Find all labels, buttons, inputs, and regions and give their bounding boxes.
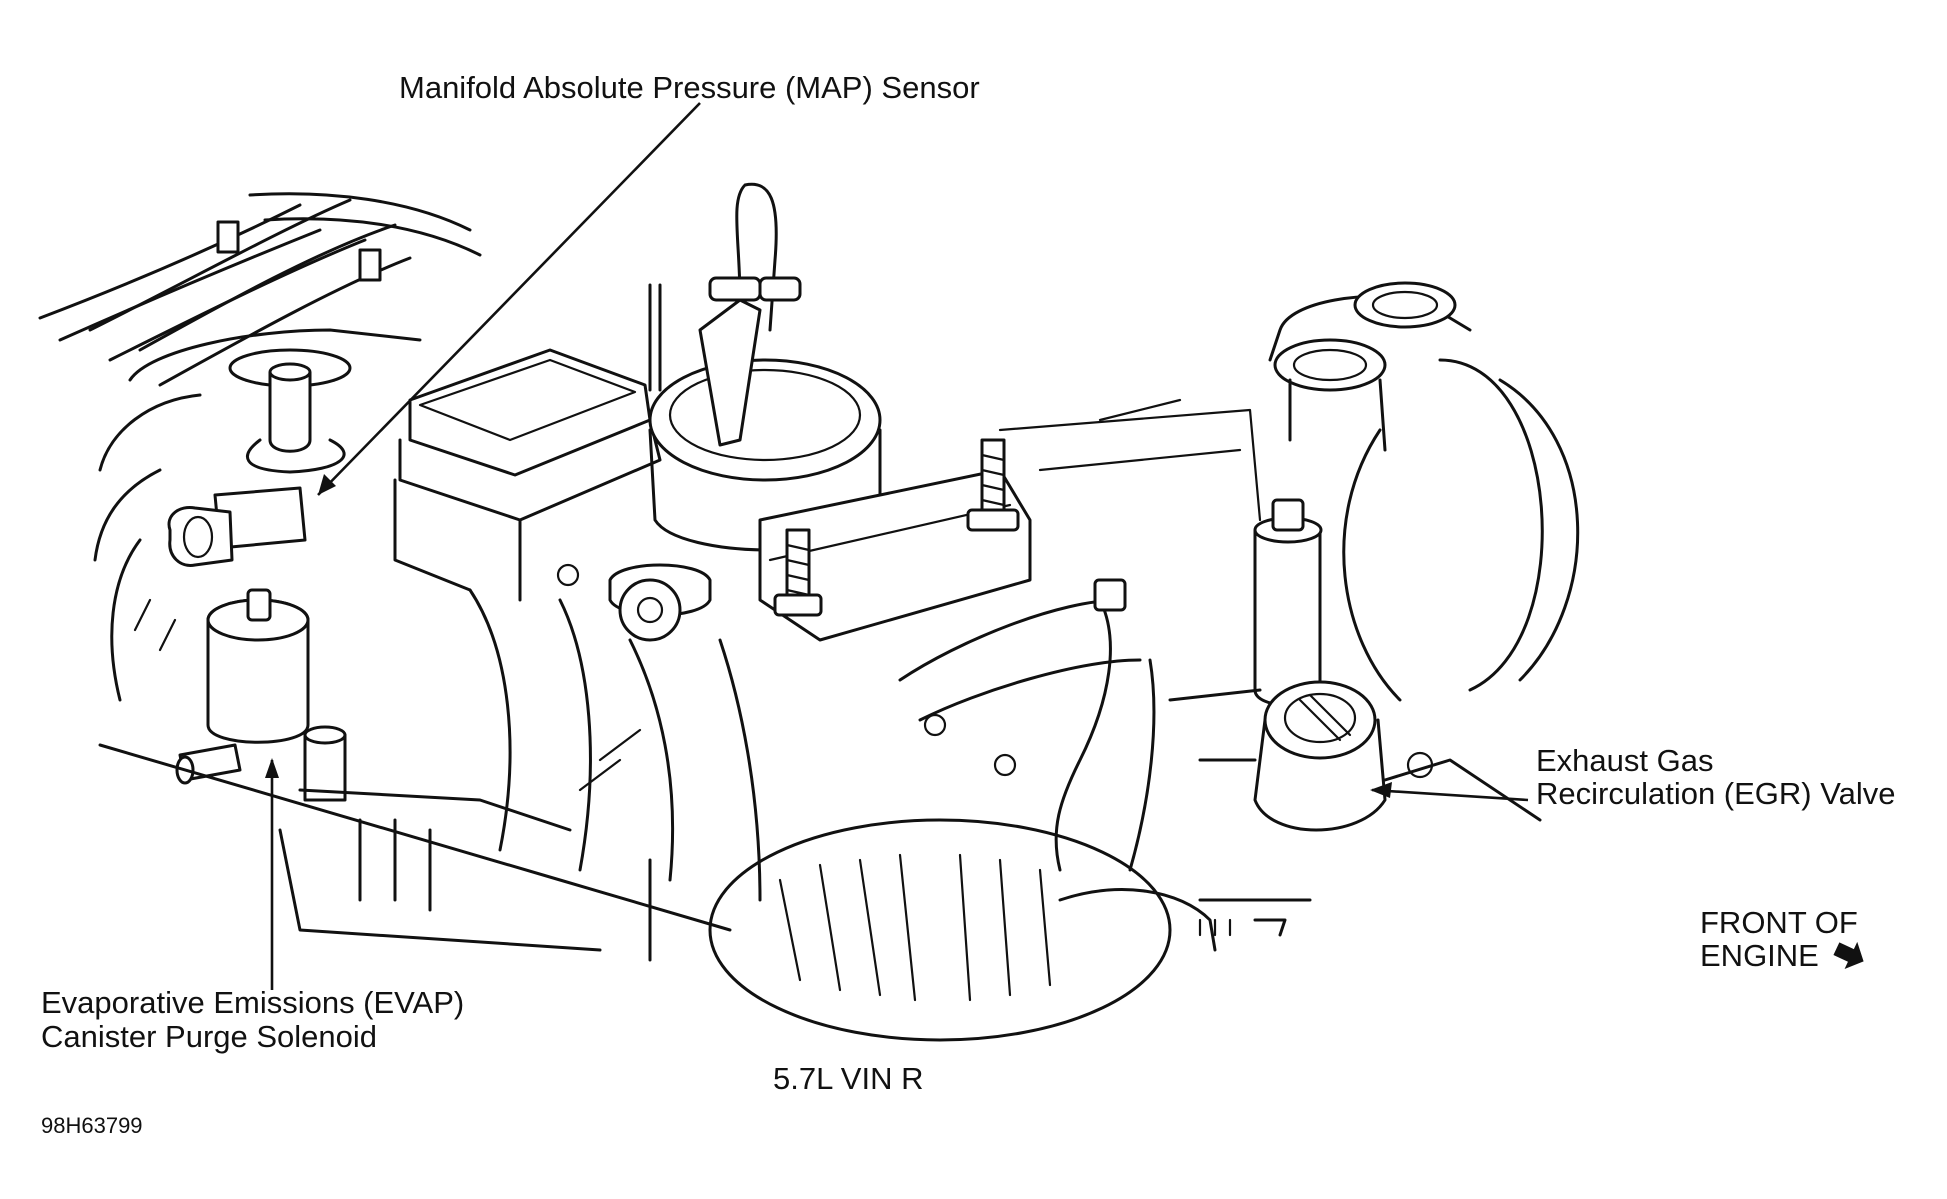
front-of-engine-label-line1: FRONT OF: [1700, 905, 1858, 940]
engine-illustration: [38, 182, 1580, 1042]
engine-caption: 5.7L VIN R: [773, 1061, 924, 1096]
map-sensor-label: Manifold Absolute Pressure (MAP) Sensor: [399, 70, 980, 105]
evap-arrowhead: [265, 758, 279, 778]
egr-valve-label-line1: Exhaust Gas: [1536, 743, 1714, 778]
egr-valve-leader: [1371, 788, 1529, 802]
figure-id: 98H63799: [41, 1113, 143, 1138]
egr-valve-label-line2: Recirculation (EGR) Valve: [1536, 776, 1896, 811]
front-of-engine-label-line2: ENGINE: [1700, 938, 1867, 973]
front-of-engine-text: ENGINE: [1700, 938, 1819, 973]
evap-solenoid-label-line1: Evaporative Emissions (EVAP): [41, 985, 465, 1020]
leader-lines: [265, 102, 1529, 990]
map-sensor-leader: [317, 102, 701, 496]
egr-arrowhead: [1370, 782, 1392, 798]
arrow-icon: [1833, 941, 1865, 970]
evap-solenoid-label-line2: Canister Purge Solenoid: [41, 1019, 378, 1054]
map-arrowhead: [318, 474, 336, 495]
